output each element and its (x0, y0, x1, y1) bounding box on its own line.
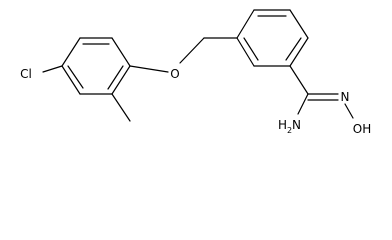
ring-b-bond-4-inner (285, 37, 302, 61)
chemical-structure: Cl O N OH H 2 N (20, 9, 371, 136)
chlorine-label: Cl (20, 67, 32, 81)
ring-a-bond-3-inner (107, 65, 124, 90)
ether-ch2-bond (179, 37, 205, 64)
amine-h-label: H (278, 118, 287, 132)
ring-b-bond-6-inner (243, 37, 259, 61)
ring-a-bond-6 (61, 37, 81, 67)
ring-b-bond-3 (289, 9, 309, 39)
chloro-bond (42, 65, 63, 73)
chloromethylphenyl-ring (61, 37, 131, 95)
ring-b-bond-4 (289, 37, 309, 67)
hydroxyl-label: OH (353, 122, 371, 136)
methyl-bond (111, 93, 131, 122)
ring-a-bond-2 (111, 37, 131, 67)
benzamidoxime-ring (236, 9, 309, 67)
amidine-nh2-bond (297, 93, 309, 115)
amine-label: H 2 N (278, 118, 301, 135)
n-oh-bond (344, 103, 354, 119)
ring-b-bond-6 (236, 37, 255, 67)
ring-amidine-bond (289, 65, 309, 95)
amine-subscript-label: 2 (287, 126, 292, 135)
ether-oxygen-label: O (170, 67, 179, 81)
aryl-ether-bond (129, 65, 169, 73)
ring-b-bond-1 (236, 9, 255, 39)
amine-n-label: N (292, 118, 301, 132)
ring-a-bond-3 (111, 65, 131, 95)
ring-a-bond-5 (61, 65, 81, 95)
imine-nitrogen-label: N (341, 90, 350, 104)
ring-a-bond-5-inner (67, 65, 84, 89)
